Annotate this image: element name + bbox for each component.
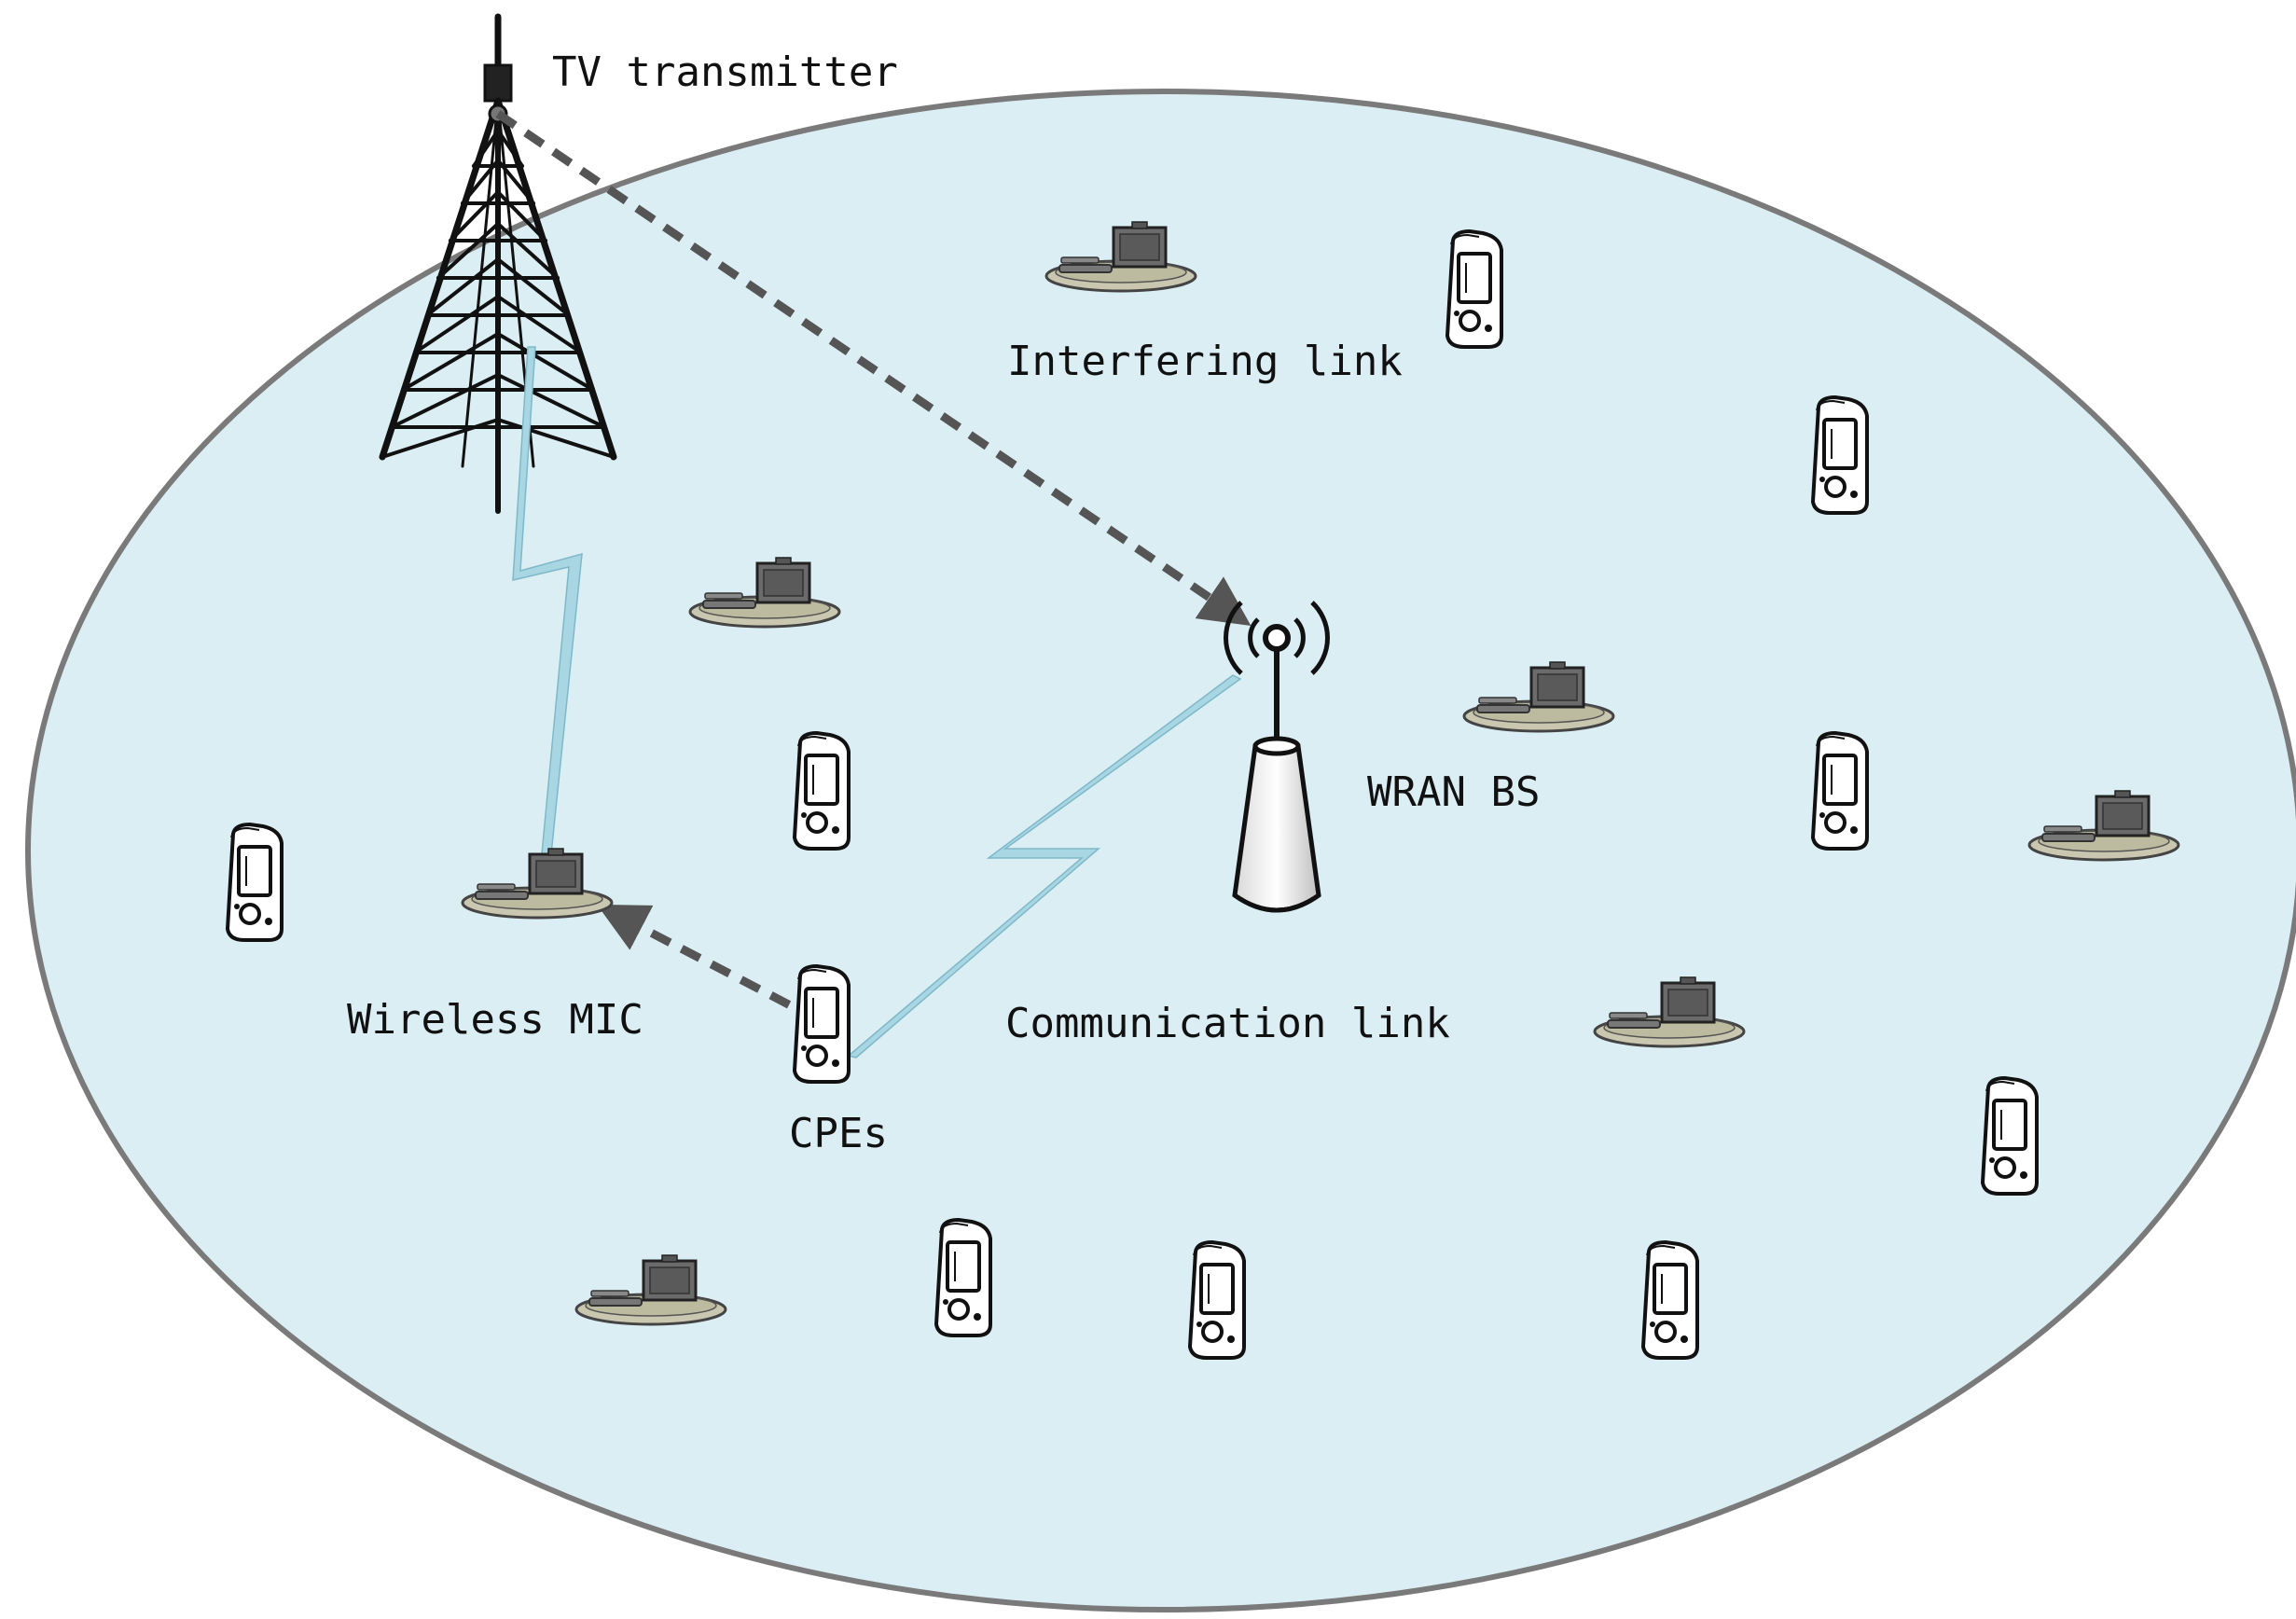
cpes-label: CPEs bbox=[789, 1110, 888, 1157]
interfering-link-arrow bbox=[495, 110, 1252, 627]
cpe-device bbox=[793, 964, 851, 1084]
cpe-device bbox=[1641, 1240, 1699, 1360]
communication-link bbox=[847, 674, 1242, 1059]
cpe-device bbox=[1445, 229, 1503, 349]
cpe-to-mic-interference-arrow bbox=[597, 904, 822, 1024]
cpe-device bbox=[1811, 731, 1869, 851]
coverage-area bbox=[25, 89, 2296, 1612]
interfering-link-label: Interfering link bbox=[1007, 338, 1403, 385]
tv-transmitter-label: TV transmitter bbox=[552, 48, 898, 96]
wran-bs-label: WRAN BS bbox=[1367, 768, 1540, 816]
cpe-device bbox=[1188, 1240, 1246, 1360]
cpe-device bbox=[226, 823, 284, 942]
wireless-mic-label: Wireless MIC bbox=[347, 996, 643, 1044]
communication-link-label: Communication link bbox=[1005, 1000, 1450, 1047]
cpe-device bbox=[1811, 395, 1869, 515]
cpe-device bbox=[793, 731, 851, 851]
cpe-device bbox=[934, 1218, 992, 1337]
cpe-device bbox=[1981, 1076, 2039, 1196]
wran-base-station-icon bbox=[1224, 601, 1330, 913]
